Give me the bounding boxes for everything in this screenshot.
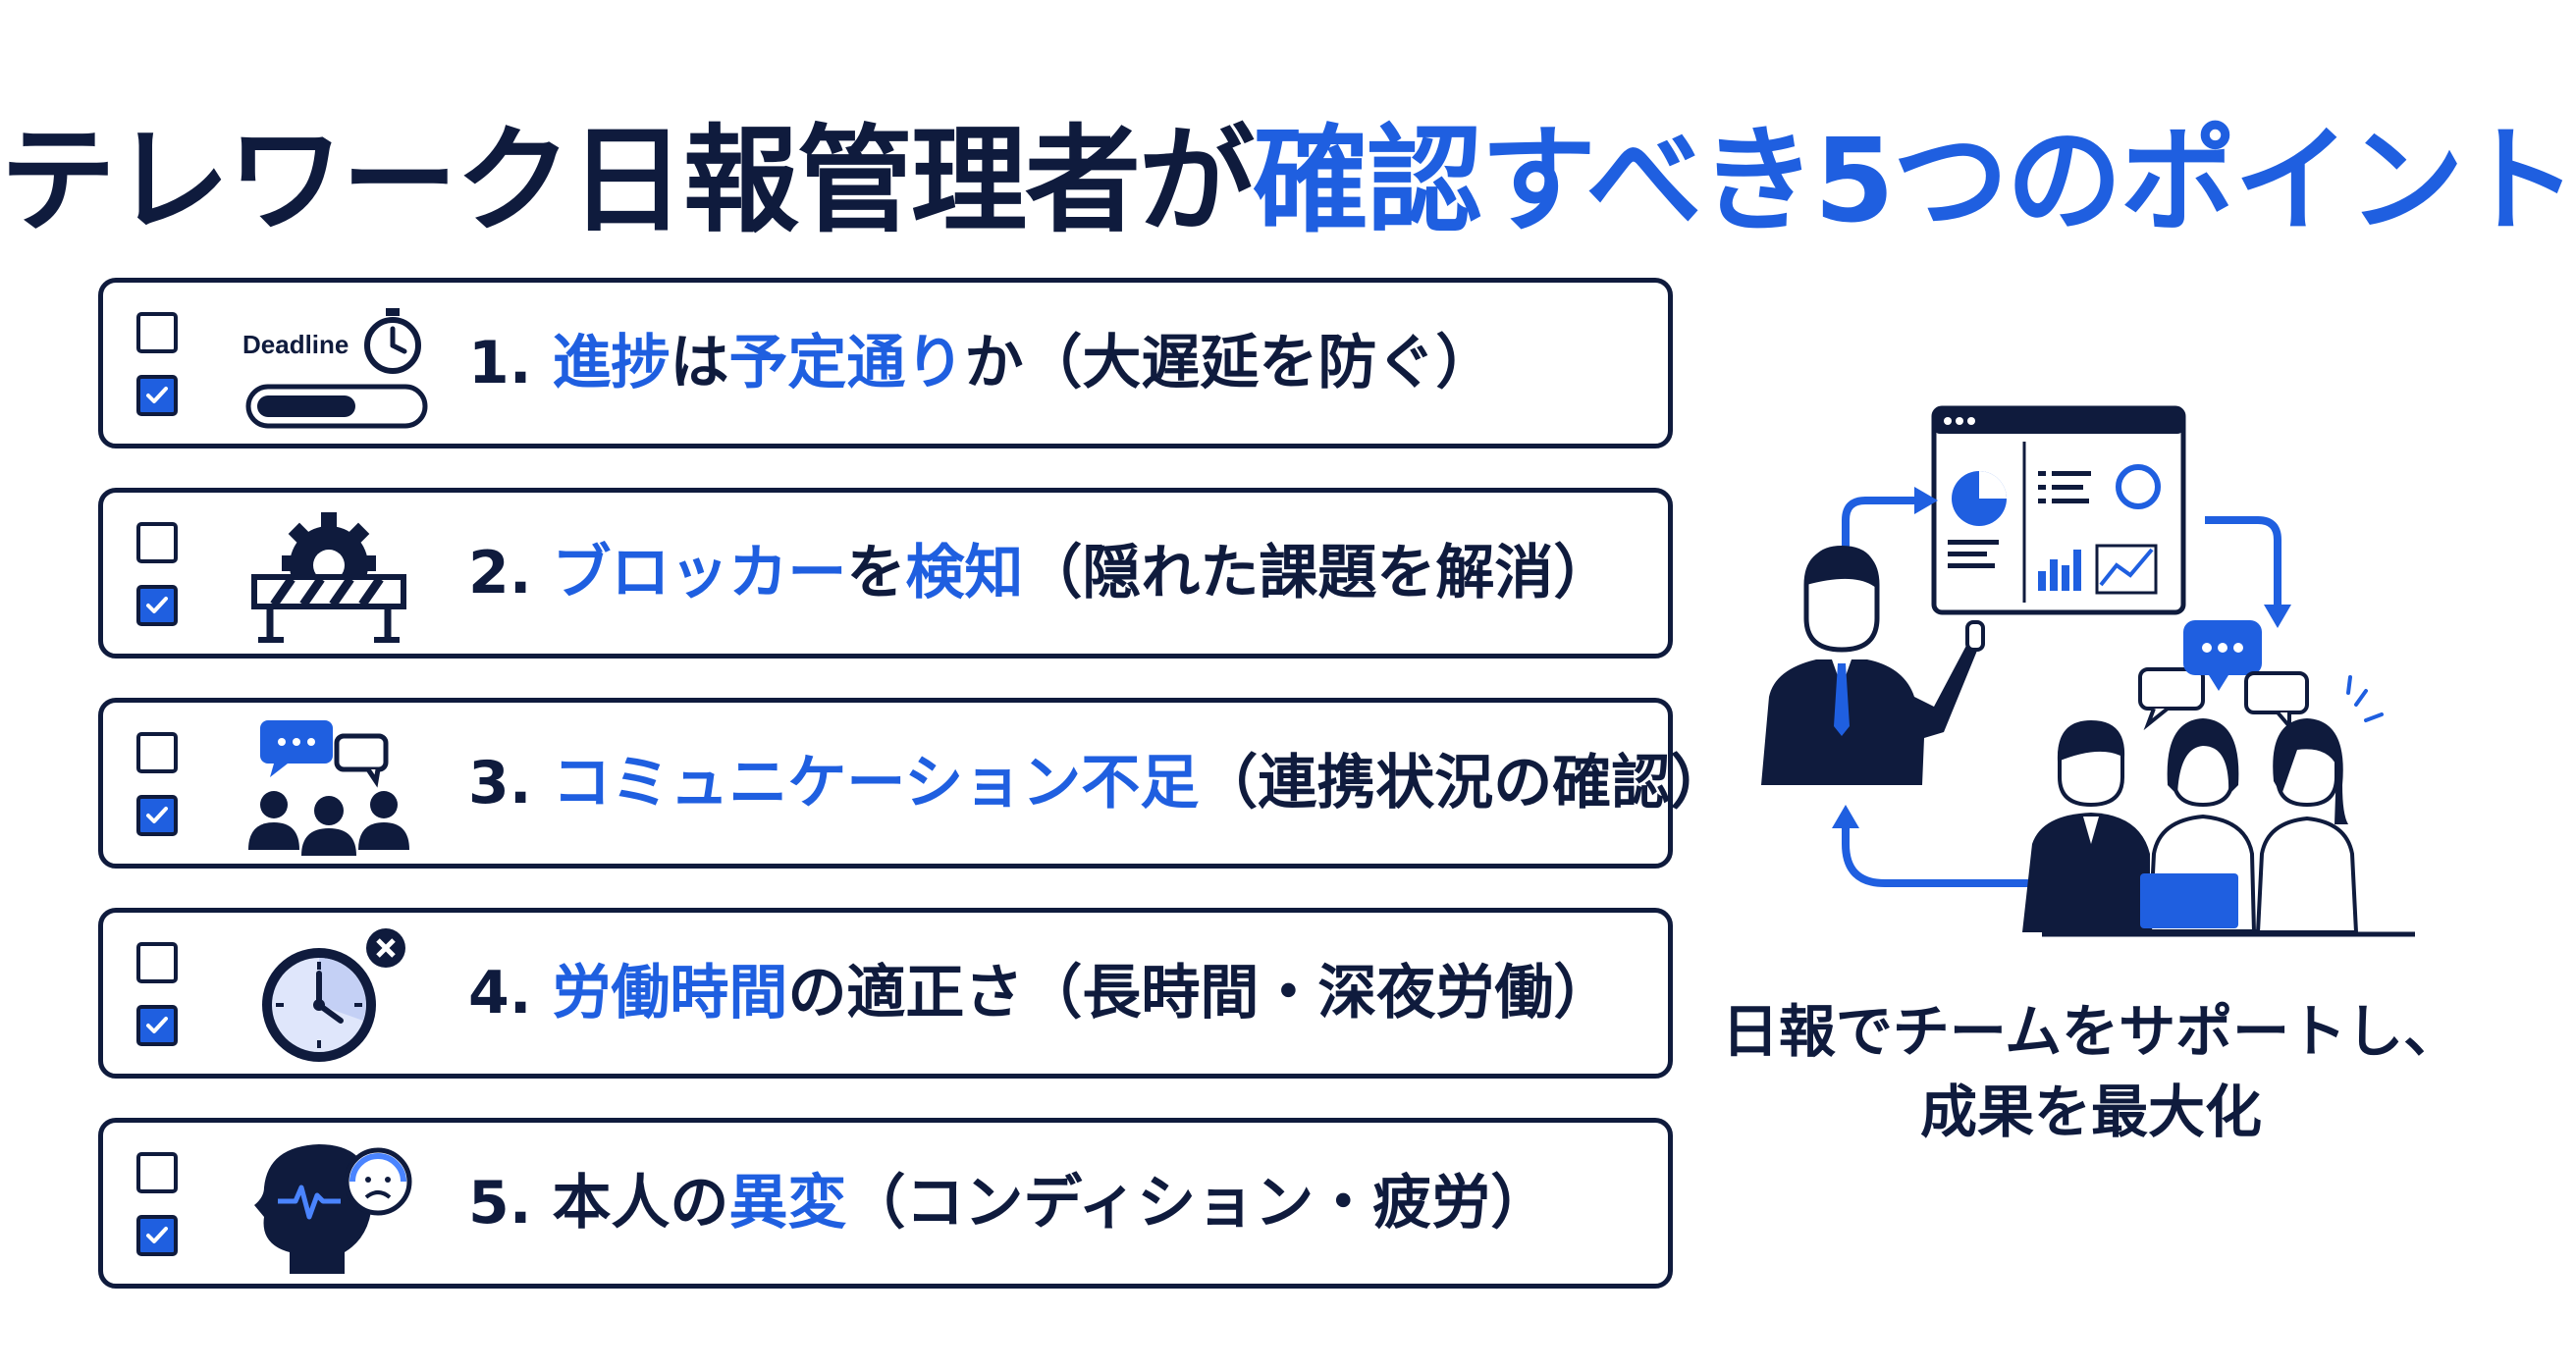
checklist-item-4: 4. 労働時間の適正さ（長時間・深夜労働） [98, 908, 1673, 1079]
checklist-item-3-label: 3. コミュニケーション不足（連携状況の確認） [468, 749, 1730, 817]
checkbox-group [136, 942, 186, 1060]
team-chat-icon [231, 716, 427, 860]
checklist-item-1: Deadline 1. 進捗は予定通りか（大遅延を防ぐ） [98, 278, 1673, 448]
checklist-item-1-label: 1. 進捗は予定通りか（大遅延を防ぐ） [468, 329, 1495, 397]
checkbox-unchecked[interactable] [136, 522, 178, 563]
checkbox-unchecked[interactable] [136, 942, 178, 983]
checkbox-checked[interactable] [136, 585, 178, 626]
checkbox-group [136, 732, 186, 850]
clock-alert-icon [231, 926, 427, 1070]
deadline-text: Deadline [242, 330, 349, 359]
tagline: 日報でチームをサポートし、 成果を最大化 [1708, 991, 2474, 1152]
checkbox-checked[interactable] [136, 795, 178, 836]
page-title: テレワーク日報管理者が確認すべき5つのポイント [0, 86, 2576, 254]
title-part1: テレワーク日報管理者が [0, 113, 1255, 248]
checklist-item-2-label: 2. ブロッカーを検知（隠れた課題を解消） [468, 539, 1613, 607]
team-members-icon [2022, 718, 2415, 937]
deadline-progress-fill [257, 395, 355, 417]
manager-figure-icon [1761, 546, 1985, 785]
checkbox-unchecked[interactable] [136, 312, 178, 353]
checkbox-unchecked[interactable] [136, 732, 178, 773]
checkbox-checked[interactable] [136, 1005, 178, 1046]
checklist-item-2: 2. ブロッカーを検知（隠れた課題を解消） [98, 488, 1673, 659]
checklist-item-5: 5. 本人の異変（コンディション・疲労） [98, 1118, 1673, 1289]
title-part2-highlight: 確認すべき5つのポイント [1253, 113, 2576, 248]
checkbox-group [136, 312, 186, 430]
checkbox-group [136, 522, 186, 640]
deadline-stopwatch-progress-icon: Deadline [231, 296, 428, 440]
checkbox-unchecked[interactable] [136, 1152, 178, 1193]
team-chat-bubbles-icon [2138, 620, 2384, 732]
dashboard-window-icon [1931, 405, 2186, 615]
checkbox-checked[interactable] [136, 375, 178, 416]
manager-team-cycle-illustration [1747, 393, 2435, 962]
head-stress-gauge-icon [231, 1136, 427, 1280]
checklist-item-3: 3. コミュニケーション不足（連携状況の確認） [98, 698, 1729, 869]
checklist-item-5-label: 5. 本人の異変（コンディション・疲労） [468, 1169, 1550, 1238]
gear-barricade-icon [231, 506, 427, 650]
checklist-item-4-label: 4. 労働時間の適正さ（長時間・深夜労働） [468, 959, 1613, 1028]
checkbox-group [136, 1152, 186, 1270]
tagline-line2: 成果を最大化 [1919, 1079, 2262, 1145]
checkbox-checked[interactable] [136, 1215, 178, 1256]
tagline-line1: 日報でチームをサポートし、 [1721, 998, 2461, 1065]
